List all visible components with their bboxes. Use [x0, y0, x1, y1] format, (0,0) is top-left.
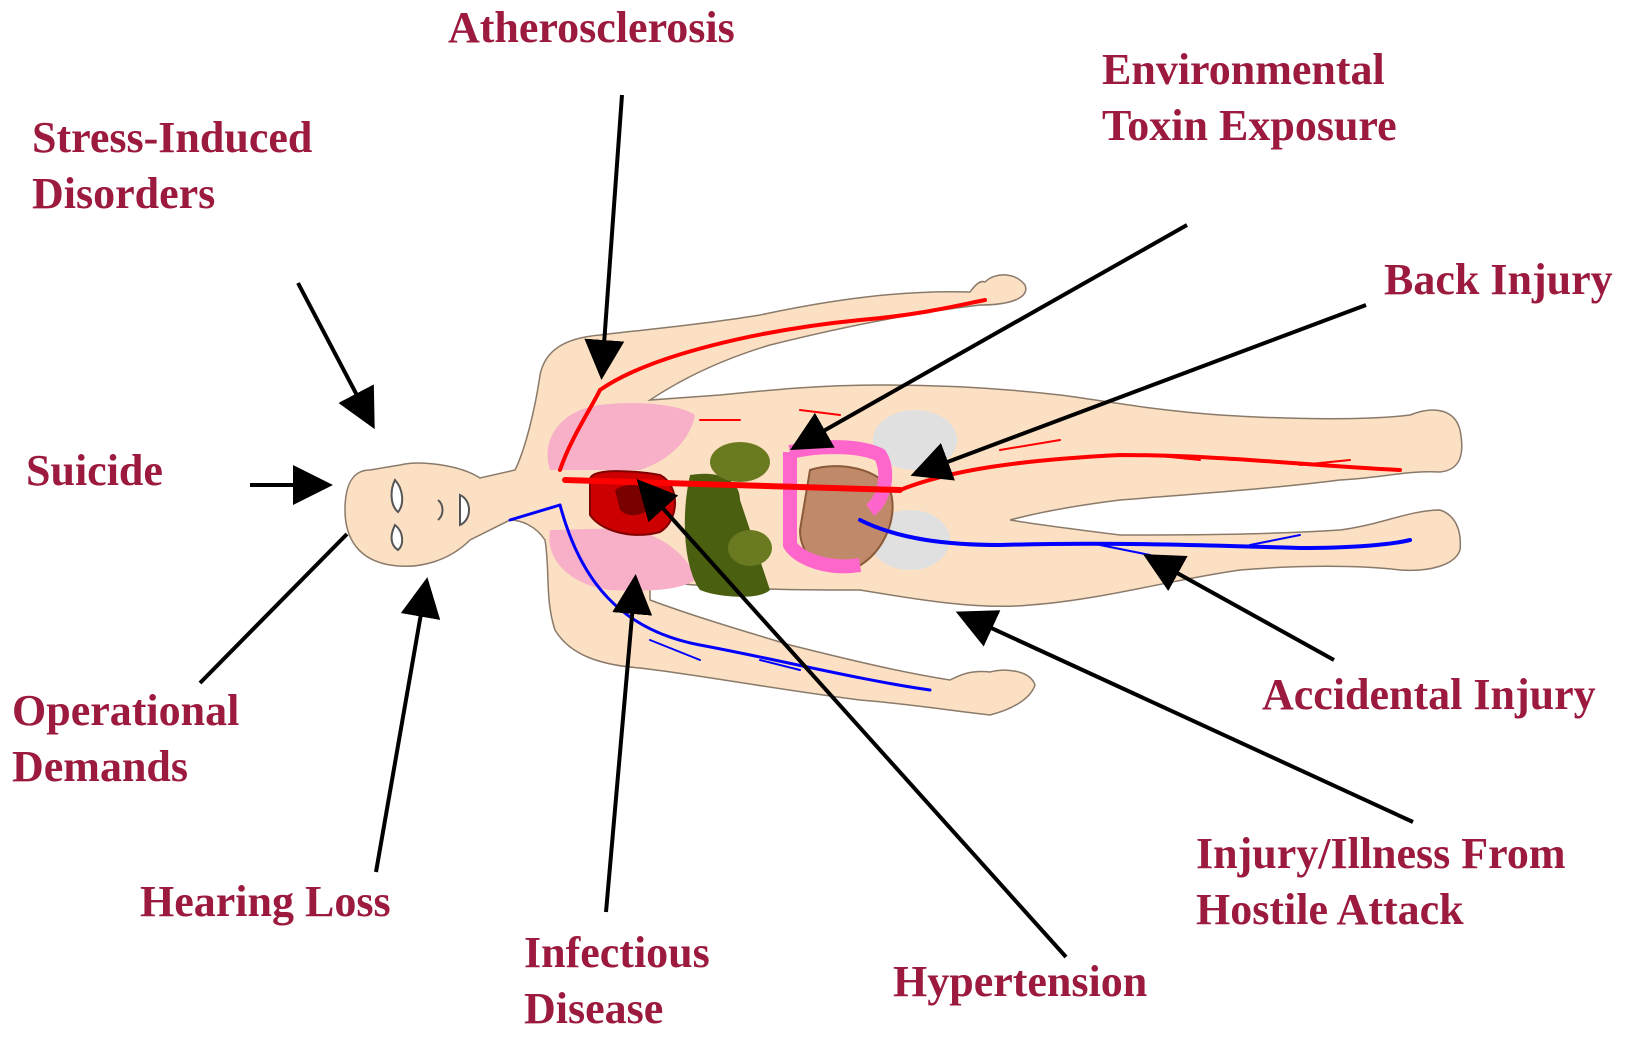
label-hostile-line-1: Injury/Illness From: [1196, 826, 1566, 882]
label-accidental-line-1: Accidental Injury: [1262, 667, 1596, 723]
label-hypertension: Hypertension: [893, 954, 1147, 1010]
arrow-atherosclerosis: [602, 95, 622, 372]
label-accidental-injury: Accidental Injury: [1262, 667, 1596, 723]
label-stress-induced-disorders: Stress-Induced Disorders: [32, 110, 312, 222]
label-operational-line-1: Operational: [12, 683, 239, 739]
label-hypertension-line-1: Hypertension: [893, 954, 1147, 1010]
label-hearing-loss: Hearing Loss: [140, 874, 391, 930]
arrow-infectious: [606, 582, 635, 912]
label-stress-line-1: Stress-Induced: [32, 110, 312, 166]
label-atherosclerosis-line-1: Atherosclerosis: [448, 0, 735, 56]
label-infectious-disease: Infectious Disease: [524, 925, 710, 1037]
label-back-injury-line-1: Back Injury: [1384, 252, 1613, 308]
label-operational-demands: Operational Demands: [12, 683, 239, 795]
arrow-hypertension: [642, 485, 1066, 957]
label-hostile-attack: Injury/Illness From Hostile Attack: [1196, 826, 1566, 938]
label-back-injury: Back Injury: [1384, 252, 1613, 308]
label-infectious-line-1: Infectious: [524, 925, 710, 981]
label-operational-line-2: Demands: [12, 739, 239, 795]
arrow-back-injury: [918, 305, 1366, 473]
arrow-hearing-loss: [376, 585, 426, 872]
arrow-operational: [200, 534, 347, 683]
label-atherosclerosis: Atherosclerosis: [448, 0, 735, 56]
label-infectious-line-2: Disease: [524, 981, 710, 1037]
label-environmental-line-1: Environmental: [1102, 42, 1397, 98]
arrow-environmental: [797, 225, 1187, 446]
arrow-accidental: [1150, 558, 1334, 660]
label-hostile-line-2: Hostile Attack: [1196, 882, 1566, 938]
label-stress-line-2: Disorders: [32, 166, 312, 222]
label-environmental-line-2: Toxin Exposure: [1102, 98, 1397, 154]
label-hearing-loss-line-1: Hearing Loss: [140, 874, 391, 930]
arrow-stress: [298, 283, 371, 422]
label-suicide-line-1: Suicide: [26, 443, 163, 499]
label-environmental-toxin-exposure: Environmental Toxin Exposure: [1102, 42, 1397, 154]
label-suicide: Suicide: [26, 443, 163, 499]
